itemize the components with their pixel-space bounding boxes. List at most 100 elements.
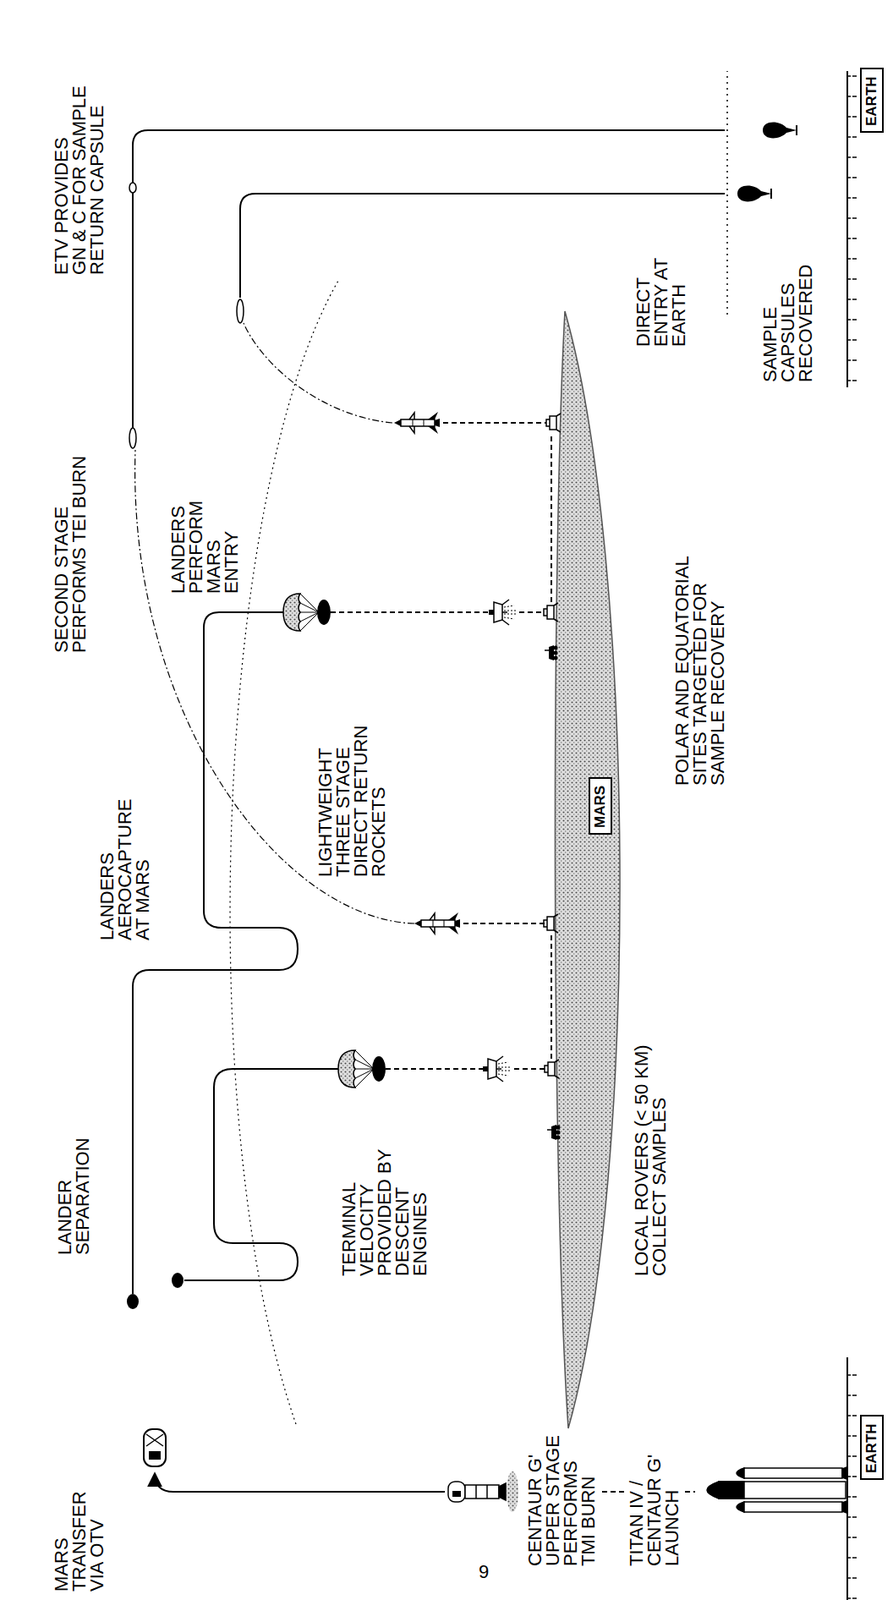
label-line: THREE STAGE [334, 725, 352, 877]
lander-trajectory [184, 1068, 339, 1281]
return-rocket [414, 912, 461, 935]
page-number: 9 [478, 1562, 489, 1581]
label-line: 9 [478, 1562, 489, 1581]
earth-return-path [132, 130, 725, 428]
centaur-stage [448, 1471, 519, 1513]
descent-lander [488, 599, 516, 625]
place-box: MARS [588, 777, 613, 835]
label-line: TERMINAL [339, 1149, 358, 1277]
second-stage [129, 182, 137, 193]
lander-trajectory [132, 612, 339, 1294]
surface-lander [543, 413, 561, 1079]
label-line: ENGINES [410, 1149, 429, 1277]
annotation-label: TERMINAL VELOCITY PROVIDED BY DESCENT EN… [339, 1149, 429, 1277]
centaur-stage [506, 1471, 519, 1513]
rover [544, 645, 559, 661]
second-stage [129, 182, 244, 449]
rover [547, 1124, 561, 1140]
label-line: RECOVERED [796, 264, 815, 383]
otv-vehicle [143, 1429, 166, 1467]
return-rocket [394, 411, 440, 434]
label-line: TRANSFER [70, 1490, 88, 1592]
label-line: PROVIDED BY [375, 1149, 394, 1277]
return-rocket [394, 411, 461, 935]
label-line: COLLECT SAMPLES [650, 1044, 669, 1277]
label-line: UPPER STAGE [543, 1435, 562, 1567]
centaur-stage [498, 1483, 506, 1501]
label-line: DIRECT [634, 257, 652, 347]
label-line: TITAN IV / [627, 1454, 646, 1567]
label-line: AT MARS [133, 799, 152, 941]
approach-orbit [230, 280, 339, 1425]
label-line: CENTAUR G' [525, 1435, 544, 1567]
label-line: MARS [52, 1490, 71, 1592]
place-name: EARTH [863, 74, 881, 127]
label-line: DIRECT RETURN [351, 725, 370, 877]
earth-return-path [132, 130, 725, 428]
label-line: ETV PROVIDES [52, 85, 71, 275]
second-stage [236, 299, 244, 324]
earth-ground [846, 71, 849, 388]
annotation-label: LOCAL ROVERS (< 50 KM) COLLECT SAMPLES [632, 1044, 669, 1277]
ascent-trajectory [135, 449, 415, 924]
label-line: LANDERS [98, 799, 116, 941]
label-line: POLAR AND EQUATORIAL [673, 555, 691, 786]
titan-rocket [744, 1468, 843, 1479]
label-line: RETURN CAPSULE [87, 85, 106, 275]
descent-dash [550, 432, 553, 1059]
transfer-arrow [154, 1473, 445, 1492]
lander-trajectory [132, 612, 298, 1294]
label-line: ROCKETS [369, 725, 388, 877]
titan-rocket [842, 1467, 847, 1513]
centaur-stage [452, 1490, 461, 1497]
descent-lander [482, 599, 516, 1082]
label-line: LAUNCH [662, 1454, 681, 1567]
place-box: EARTH [860, 1414, 884, 1480]
titan-rocket [744, 1501, 843, 1513]
atmosphere-interface [726, 71, 729, 315]
earth-ground [847, 71, 857, 1600]
centaur-stage [448, 1481, 466, 1502]
label-line: LIGHTWEIGHT [316, 725, 335, 877]
annotation-label: ETV PROVIDES GN & C FOR SAMPLE RETURN CA… [52, 85, 106, 275]
annotation-label: SECOND STAGE PERFORMS TEI BURN [52, 455, 88, 653]
descent-dash [330, 422, 552, 1069]
annotation-label: LANDERS AEROCAPTURE AT MARS [98, 799, 152, 941]
label-line: ENTRY [222, 500, 241, 594]
label-line: AEROCAPTURE [115, 799, 134, 941]
surface-lander [543, 602, 559, 622]
place-name: EARTH [863, 1421, 881, 1474]
annotation-label: POLAR AND EQUATORIAL SITES TARGETED FOR … [673, 555, 727, 786]
label-line: SAMPLE RECOVERY [708, 555, 727, 786]
ascent-trajectory [243, 323, 393, 423]
annotation-label: MARS TRANSFER VIA OTV [52, 1490, 106, 1592]
titan-rocket [706, 1467, 847, 1513]
label-line: SECOND STAGE [52, 455, 71, 653]
place-name: MARS [591, 783, 609, 828]
label-line: CAPSULES [778, 264, 797, 383]
earth-ground [848, 1357, 857, 1600]
surface-lander [546, 413, 561, 433]
rover [544, 645, 561, 1140]
annotation-label: LIGHTWEIGHT THREE STAGE DIRECT RETURN RO… [316, 725, 388, 877]
surface-lander [543, 914, 559, 933]
label-line: ENTRY AT [651, 257, 670, 347]
titan-rocket [736, 1501, 745, 1513]
label-line: SEPARATION [73, 1137, 92, 1255]
label-line: CENTAUR G' [645, 1454, 663, 1567]
label-line: VELOCITY [357, 1149, 376, 1277]
label-line: LANDER [55, 1137, 74, 1255]
annotation-label: TITAN IV / CENTAUR G' LAUNCH [627, 1454, 681, 1567]
annotation-label: DIRECT ENTRY AT EARTH [634, 257, 688, 347]
centaur-stage [476, 1484, 488, 1499]
label-line: GN & C FOR SAMPLE [70, 85, 88, 275]
label-line: MARS [204, 500, 223, 594]
lander-aeroshell [126, 1272, 184, 1310]
place-box: EARTH [860, 67, 884, 133]
lander-aeroshell [171, 1272, 184, 1288]
earth-ground [848, 71, 857, 388]
titan-rocket [706, 1481, 719, 1499]
